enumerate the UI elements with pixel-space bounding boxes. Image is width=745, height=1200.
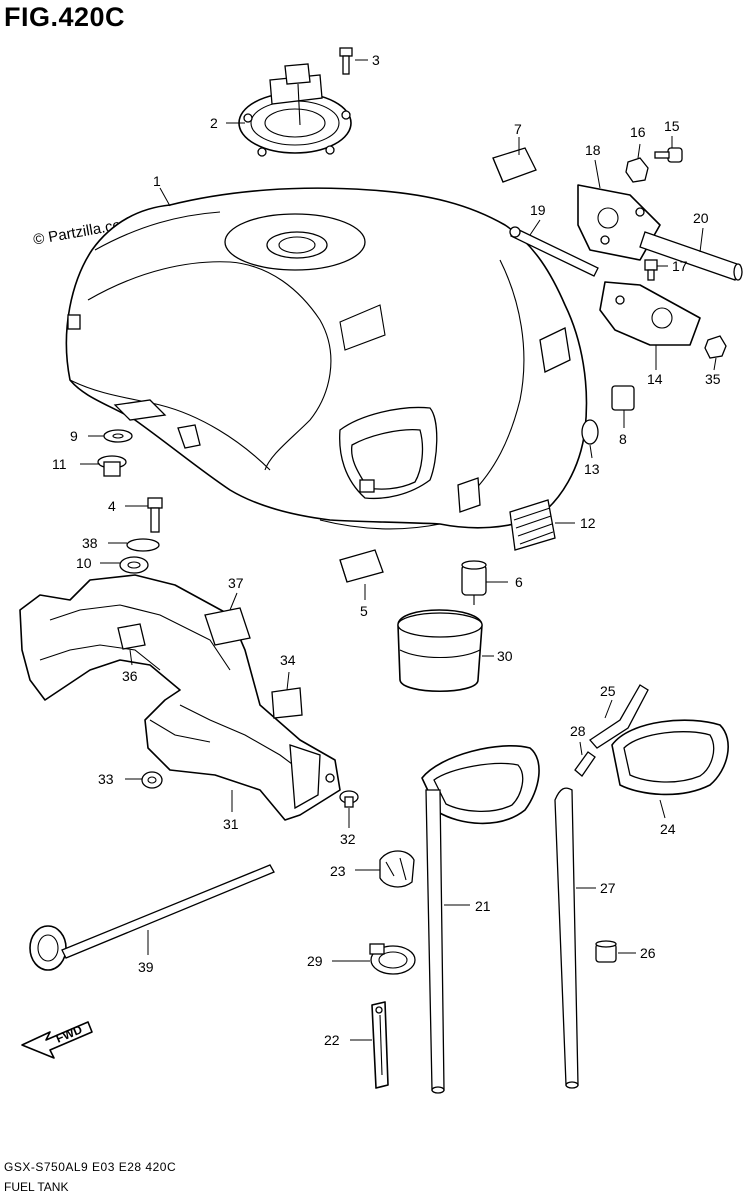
washer-38[interactable] <box>126 538 160 552</box>
callout-14: 14 <box>647 371 663 387</box>
callout-8: 8 <box>619 431 627 447</box>
label-37[interactable] <box>204 607 251 646</box>
frame-cover-31[interactable] <box>19 574 341 821</box>
cushion-5[interactable] <box>339 549 384 583</box>
bolt-17[interactable] <box>644 259 658 281</box>
callout-21: 21 <box>475 898 491 914</box>
reflector-pad-12[interactable] <box>509 499 556 551</box>
callout-24: 24 <box>660 821 676 837</box>
bracket-14[interactable] <box>599 281 701 346</box>
callout-28: 28 <box>570 723 586 739</box>
callout-32: 32 <box>340 831 356 847</box>
callout-35: 35 <box>705 371 721 387</box>
callout-26: 26 <box>640 945 656 961</box>
fuel-tank[interactable] <box>65 187 588 530</box>
label-36[interactable] <box>117 623 146 650</box>
nut-16[interactable] <box>625 157 649 183</box>
callout-12: 12 <box>580 515 596 531</box>
callout-33: 33 <box>98 771 114 787</box>
callout-39: 39 <box>138 959 154 975</box>
callout-22: 22 <box>324 1032 340 1048</box>
label-34[interactable] <box>271 687 303 719</box>
callout-7: 7 <box>514 121 522 137</box>
callout-19: 19 <box>530 202 546 218</box>
cushion-7[interactable] <box>492 147 537 183</box>
callout-9: 9 <box>70 428 78 444</box>
section-name: FUEL TANK <box>4 1180 69 1194</box>
rivet-32[interactable] <box>339 790 359 808</box>
callout-27: 27 <box>600 880 616 896</box>
figure-title: FIG.420C <box>4 2 126 32</box>
collar-11[interactable] <box>97 455 127 477</box>
callout-11: 11 <box>52 456 67 472</box>
tank-bracket-18[interactable] <box>577 184 661 261</box>
callout-30: 30 <box>497 648 513 664</box>
callout-5: 5 <box>360 603 368 619</box>
clip-22[interactable] <box>371 1001 389 1089</box>
callout-18: 18 <box>585 142 601 158</box>
callout-29: 29 <box>307 953 323 969</box>
callout-25: 25 <box>600 683 616 699</box>
callout-20: 20 <box>693 210 709 226</box>
callout-17: 17 <box>672 258 688 274</box>
grommet-33[interactable] <box>141 771 163 789</box>
model-code: GSX-S750AL9 E03 E28 420C <box>4 1160 177 1174</box>
fwd-arrow-icon: FWD <box>21 1021 93 1059</box>
cap-26[interactable] <box>595 940 617 963</box>
callout-2: 2 <box>210 115 218 131</box>
bolt-4[interactable] <box>147 497 163 533</box>
grommet-13[interactable] <box>581 419 599 445</box>
clamp-23[interactable] <box>379 850 415 888</box>
grommet-10[interactable] <box>119 556 149 574</box>
callout-37: 37 <box>228 575 244 591</box>
callout-6: 6 <box>515 574 523 590</box>
fuel-cap-assembly[interactable] <box>238 63 352 157</box>
callout-38: 38 <box>82 535 98 551</box>
callout-15: 15 <box>664 118 680 134</box>
callout-labels: 1 2 3 4 5 6 7 8 9 10 11 12 13 14 15 16 1… <box>52 52 721 1048</box>
callout-10: 10 <box>76 555 92 571</box>
fuel-cap-bolt[interactable] <box>339 47 353 75</box>
tube-39[interactable] <box>29 864 275 971</box>
hose-27[interactable] <box>554 787 579 1089</box>
callout-16: 16 <box>630 124 646 140</box>
callout-34: 34 <box>280 652 296 668</box>
clamp-29[interactable] <box>369 943 416 975</box>
callout-23: 23 <box>330 863 346 879</box>
joint-28[interactable] <box>574 751 596 777</box>
rod-19[interactable] <box>509 226 599 277</box>
leader-lines <box>80 59 717 1041</box>
hose-24[interactable] <box>611 719 729 796</box>
cup-30[interactable] <box>397 609 483 692</box>
hose-21[interactable] <box>421 745 540 1094</box>
callout-1: 1 <box>153 173 161 189</box>
cushion-8[interactable] <box>611 385 635 411</box>
callout-13: 13 <box>584 461 600 477</box>
callout-3: 3 <box>372 52 380 68</box>
bolt-15[interactable] <box>654 147 683 163</box>
callout-36: 36 <box>122 668 138 684</box>
pipe-20[interactable] <box>639 231 743 281</box>
washer-9[interactable] <box>103 429 133 443</box>
cap-6[interactable] <box>461 560 487 605</box>
callout-31: 31 <box>223 816 239 832</box>
nut-35[interactable] <box>704 335 727 359</box>
callout-4: 4 <box>108 498 116 514</box>
hose-25[interactable] <box>589 684 649 749</box>
